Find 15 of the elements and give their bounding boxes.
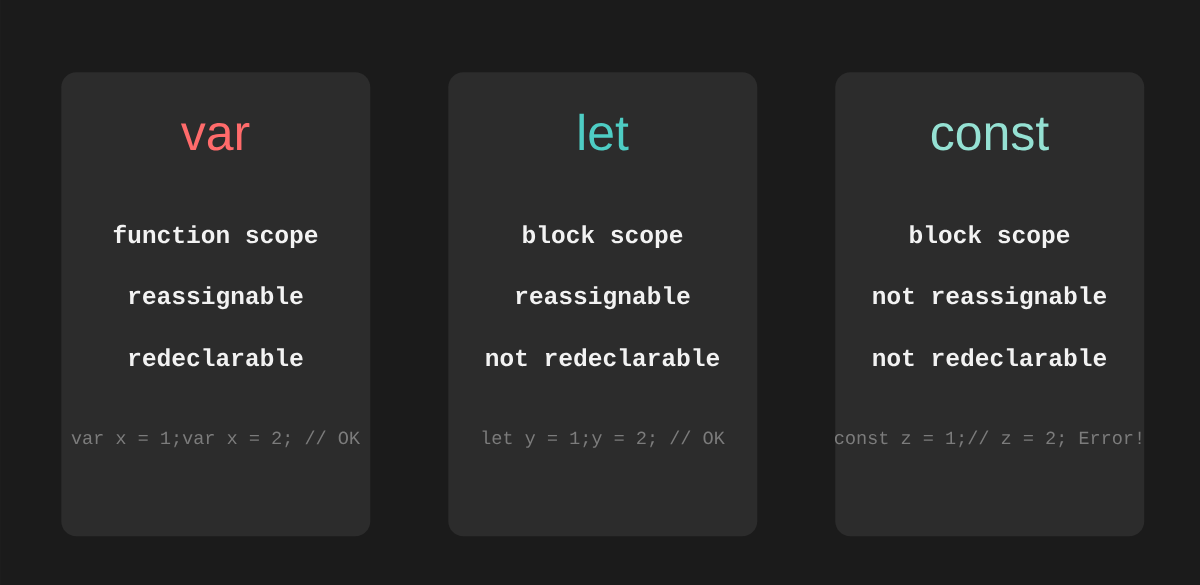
property-text: function scope [113,224,318,249]
property-text: redeclarable [129,348,303,367]
code-snippet: const z = 1;// z = 2; Error! [834,430,1141,448]
property-text: block scope [910,225,1070,249]
keyword-heading: const [931,117,1049,151]
keyword-heading: var [180,123,250,151]
code-snippet: var x = 1;var x = 2; // OK [71,430,360,448]
property-text: block scope [523,225,683,249]
code-snippet: let y = 1;y = 2; // OK [482,430,725,448]
property-text: reassignable [129,286,303,310]
keyword-heading: let [579,113,629,151]
property-text: reassignable [516,286,690,310]
property-text: not reassignable [873,286,1107,310]
property-text: not redeclarable [486,348,720,367]
property-text: not redeclarable [873,348,1107,367]
